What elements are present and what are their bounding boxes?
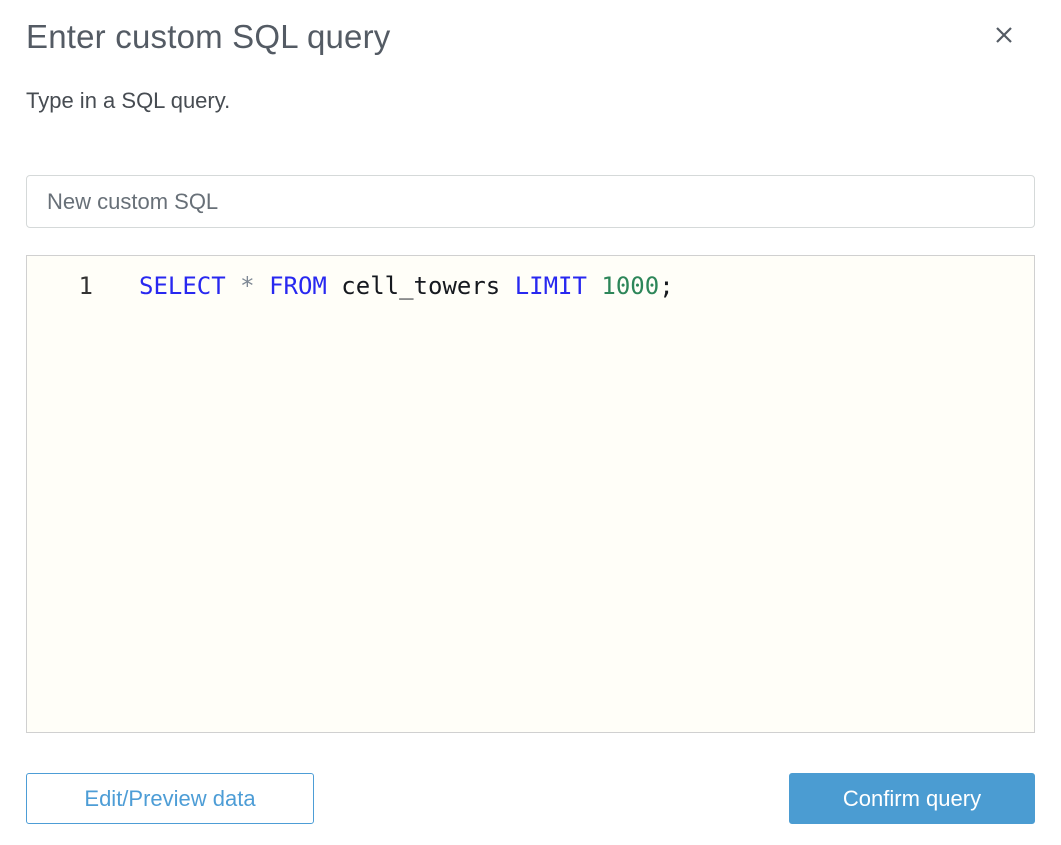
confirm-query-button[interactable]: Confirm query xyxy=(789,773,1035,824)
sql-token-keyword: FROM xyxy=(269,272,327,300)
sql-name-input[interactable] xyxy=(26,175,1035,228)
close-icon xyxy=(993,24,1023,46)
close-button[interactable] xyxy=(993,20,1023,50)
sql-token-keyword: LIMIT xyxy=(514,272,587,300)
editor-gutter: 1 xyxy=(27,256,93,732)
sql-token-number: 1000 xyxy=(586,272,660,300)
sql-token-identifier: cell_towers xyxy=(326,272,515,300)
page-title: Enter custom SQL query xyxy=(26,18,391,55)
editor-code-area[interactable]: SELECT * FROM cell_towers LIMIT 1000; xyxy=(93,256,1034,732)
sql-code-line: SELECT * FROM cell_towers LIMIT 1000; xyxy=(139,269,1034,303)
dialog-footer: Edit/Preview data Confirm query xyxy=(26,773,1035,824)
dialog-subtitle: Type in a SQL query. xyxy=(26,88,231,113)
dialog-header: Enter custom SQL query xyxy=(26,14,1035,60)
line-number: 1 xyxy=(78,272,93,300)
sql-token-keyword: SELECT xyxy=(139,272,226,300)
sql-token-operator: * xyxy=(225,272,270,300)
sql-code-editor: 1 SELECT * FROM cell_towers LIMIT 1000; xyxy=(26,255,1035,733)
sql-token-punctuation: ; xyxy=(659,272,674,300)
edit-preview-data-button[interactable]: Edit/Preview data xyxy=(26,773,314,824)
